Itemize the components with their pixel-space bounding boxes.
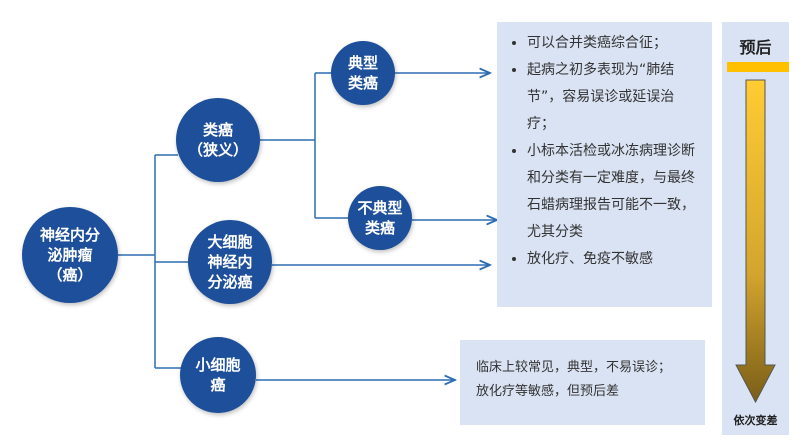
prognosis-accent-bar [727, 62, 789, 72]
node-carcinoid: 类癌 （狭义） [176, 98, 260, 182]
note-line: 放化疗等敏感，但预后差 [476, 384, 620, 399]
notes-small-cell-box: 临床上较常见，典型，不易误诊； 放化疗等敏感，但预后差 [460, 340, 705, 425]
down-arrow-icon [735, 79, 776, 404]
node-root: 神经内分 泌肿瘤 （癌） [22, 207, 118, 303]
note-line: 临床上较常见，典型，不易误诊； [476, 360, 672, 375]
node-small-cell: 小细胞 癌 [180, 337, 256, 413]
notes-main-box: 可以合并类癌综合征； 起病之初多表现为“肺结节”，容易误诊或延误治疗； 小标本活… [497, 22, 712, 307]
node-typical-carcinoid: 典型 类癌 [331, 41, 395, 105]
prognosis-title: 预后 [739, 38, 772, 57]
node-large-cell: 大细胞 神经内 分泌癌 [188, 220, 272, 304]
note-item: 可以合并类癌综合征； [527, 30, 702, 57]
prognosis-footer: 依次变差 [733, 414, 778, 427]
note-item: 小标本活检或冰冻病理诊断和分类有一定难度，与最终石蜡病理报告可能不一致，尤其分类 [527, 138, 702, 246]
node-atypical-carcinoid: 不典型 类癌 [348, 186, 412, 250]
prognosis-panel: 预后 依次变差 [722, 22, 789, 435]
note-item: 放化疗、免疫不敏感 [527, 246, 702, 273]
note-item: 起病之初多表现为“肺结节”，容易误诊或延误治疗； [527, 57, 702, 138]
